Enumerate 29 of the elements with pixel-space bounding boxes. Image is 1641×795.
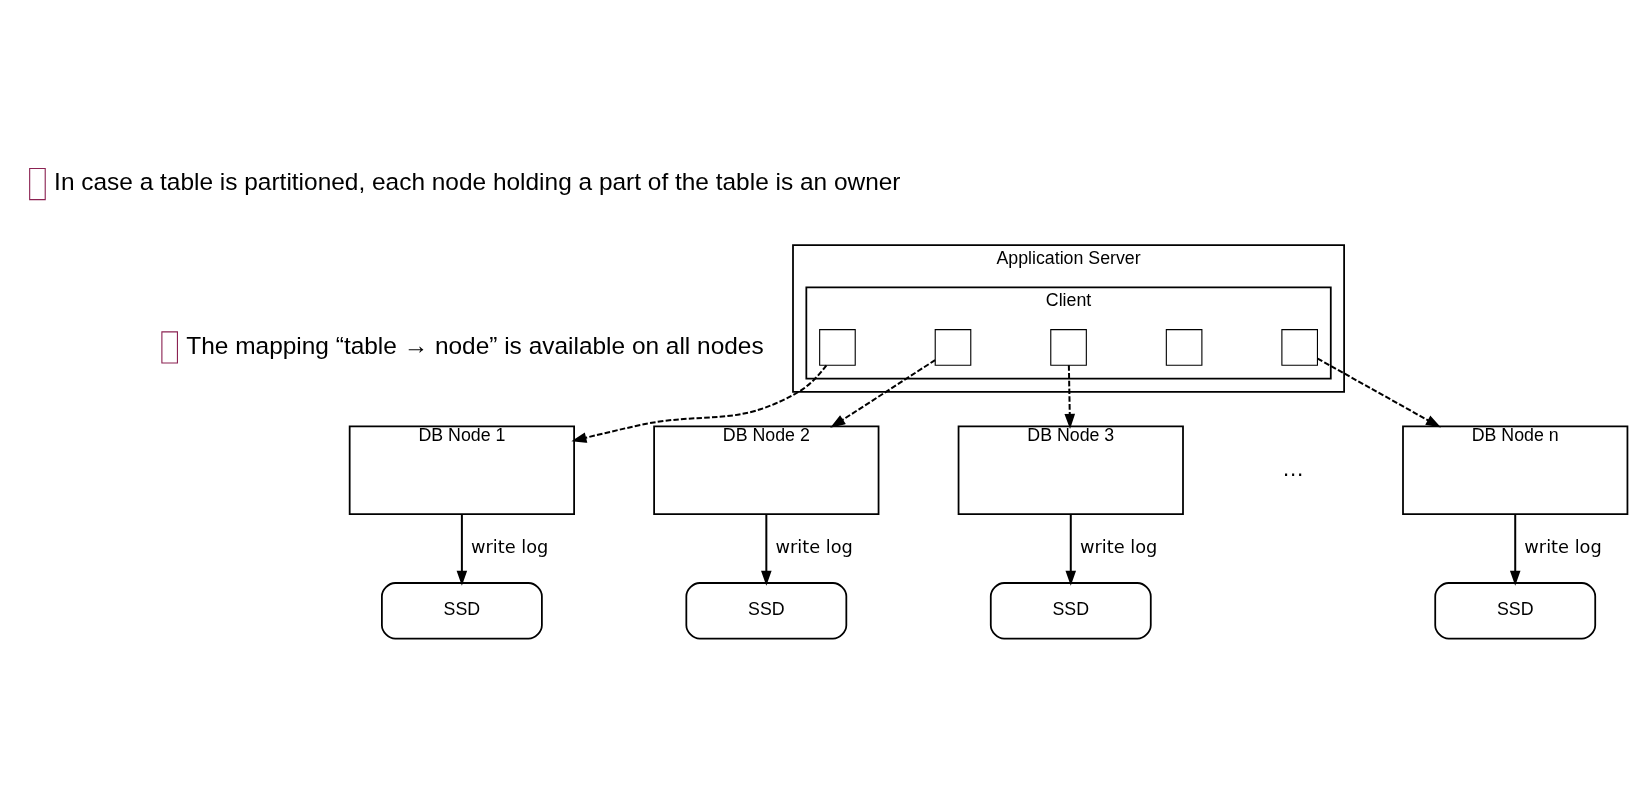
node-box bbox=[1050, 328, 1087, 366]
node-box: DB Node 1 bbox=[348, 424, 575, 515]
arrow bbox=[830, 358, 937, 428]
node-box bbox=[819, 328, 856, 366]
arrow bbox=[1065, 512, 1077, 586]
node-box bbox=[1165, 328, 1203, 366]
node-box: SSD bbox=[1434, 581, 1597, 639]
edge-label: write log bbox=[471, 536, 549, 557]
node-box: SSD bbox=[685, 581, 848, 639]
node-box bbox=[934, 328, 972, 366]
node-box: DB Node n bbox=[1402, 424, 1629, 515]
arrow bbox=[1316, 357, 1442, 428]
edge-label: write log bbox=[1524, 536, 1602, 557]
arrow bbox=[571, 363, 828, 443]
arrow bbox=[761, 512, 772, 586]
edge-label: write log bbox=[1079, 536, 1158, 557]
label: The mapping “table → node” is available on all nodes bbox=[186, 331, 764, 359]
arrow bbox=[1509, 512, 1521, 586]
node-box: SSD bbox=[989, 581, 1152, 639]
node-box bbox=[1281, 328, 1318, 366]
node-box: DB Node 2 bbox=[653, 424, 880, 515]
label: In case a table is partitioned, each node holding a part of the table is an owner bbox=[54, 167, 901, 195]
arrow bbox=[456, 512, 468, 586]
node-box: SSD bbox=[381, 581, 543, 639]
cluster: Client bbox=[805, 286, 1332, 379]
node-box: DB Node 3 bbox=[957, 424, 1184, 515]
arrow bbox=[1064, 363, 1076, 429]
label: … bbox=[1281, 455, 1305, 481]
edge-label: write log bbox=[775, 536, 853, 557]
